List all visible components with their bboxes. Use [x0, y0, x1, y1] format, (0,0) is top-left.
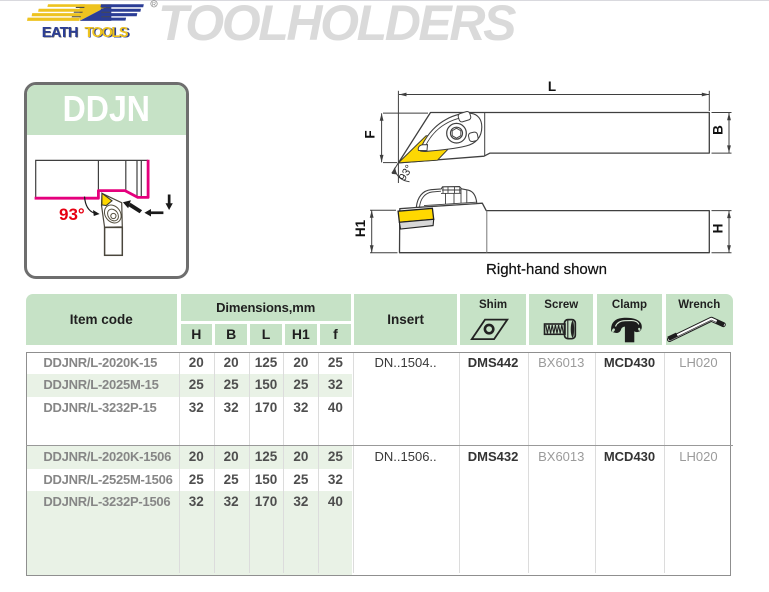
svg-text:TOOLS: TOOLS	[85, 25, 130, 41]
svg-text:93°: 93°	[59, 205, 85, 224]
svg-text:Right-hand shown: Right-hand shown	[486, 261, 607, 278]
svg-text:EATH: EATH	[42, 25, 79, 41]
svg-text:H: H	[711, 224, 726, 234]
svg-text:F: F	[363, 130, 378, 138]
svg-text:L: L	[548, 79, 556, 94]
svg-text:H1: H1	[353, 219, 368, 237]
svg-text:93°: 93°	[397, 163, 416, 183]
svg-text:TOOLS: TOOLS	[85, 25, 129, 41]
svg-text:R: R	[152, 2, 156, 8]
svg-text:EATH: EATH	[43, 25, 80, 41]
svg-text:B: B	[711, 125, 726, 135]
